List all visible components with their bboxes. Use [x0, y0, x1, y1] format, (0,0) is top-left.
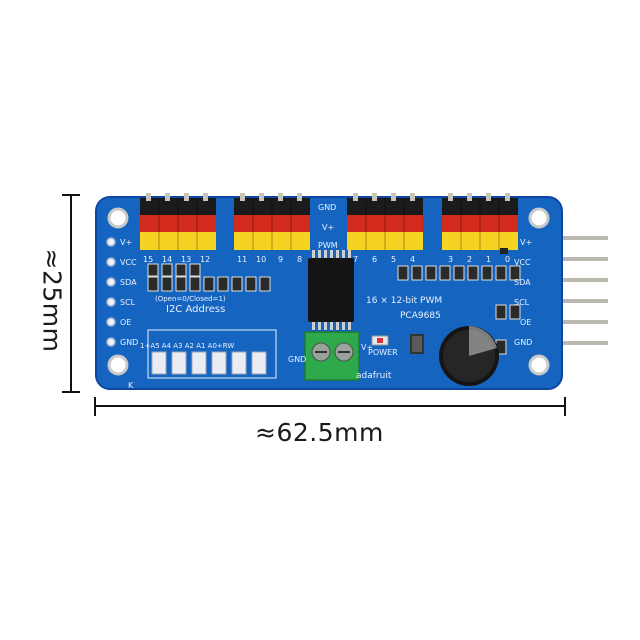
chip-label: PCA9685: [400, 311, 441, 321]
left-pin-vplus: V+: [120, 238, 132, 247]
channel-7: 7: [353, 255, 358, 264]
channel-15: 15: [143, 255, 153, 264]
pwm-desc: 16 × 12-bit PWM: [366, 296, 442, 306]
height-dimension: [62, 194, 80, 393]
right-pin-oe: OE: [520, 318, 531, 327]
left-edge-pin-holes: [106, 237, 116, 347]
channel-9: 9: [278, 255, 283, 264]
right-pin-gnd: GND: [514, 338, 532, 347]
pca9685-chip: [308, 250, 354, 330]
channel-4: 4: [410, 255, 415, 264]
header-group-15-12: [140, 198, 216, 250]
channel-3: 3: [448, 255, 453, 264]
i2c-subtitle: (Open=0/Closed=1): [155, 295, 226, 303]
channel-1: 1: [486, 255, 491, 264]
channel-12: 12: [200, 255, 210, 264]
left-pin-vcc: VCC: [120, 258, 137, 267]
left-pin-scl: SCL: [120, 298, 136, 307]
width-dimension-label: ≈62.5mm: [255, 418, 384, 447]
address-pad-labels: 1+A5 A4 A3 A2 A1 A0+RW: [140, 342, 234, 350]
channel-11: 11: [237, 255, 247, 264]
top-pwm-label: PWM: [318, 241, 338, 250]
screw-terminal: [304, 331, 360, 381]
terminal-gnd-label: GND: [288, 355, 306, 364]
i2c-title: I2C Address: [166, 304, 225, 315]
channel-13: 13: [181, 255, 191, 264]
channel-5: 5: [391, 255, 396, 264]
capacitor: [439, 326, 499, 386]
channel-2: 2: [467, 255, 472, 264]
power-label: POWER: [368, 348, 398, 357]
right-pin-vplus: V+: [520, 238, 532, 247]
address-jumper-boxes: [147, 329, 277, 379]
top-vplus-label: V+: [322, 223, 334, 232]
right-pin-vcc: VCC: [514, 258, 531, 267]
channel-14: 14: [162, 255, 172, 264]
header-group-11-8: [234, 198, 310, 250]
brand-label: adafruit: [356, 371, 392, 381]
width-dimension: [94, 397, 566, 416]
left-pin-sda: SDA: [120, 278, 137, 287]
servo-headers: [140, 193, 518, 250]
mounting-holes: [107, 207, 550, 376]
corner-mark: K: [128, 381, 134, 390]
left-pin-gnd: GND: [120, 338, 138, 347]
channel-6: 6: [372, 255, 377, 264]
channel-10: 10: [256, 255, 266, 264]
resistor-array-left: [147, 263, 271, 292]
right-pin-scl: SCL: [514, 298, 530, 307]
terminal-vplus-label: V+: [361, 343, 373, 352]
channel-0: 0: [505, 255, 510, 264]
right-pin-sda: SDA: [514, 278, 531, 287]
power-led: [371, 335, 389, 346]
top-gnd-label: GND: [318, 203, 336, 212]
header-group-3-0: [442, 198, 518, 250]
channel-8: 8: [297, 255, 302, 264]
left-pin-oe: OE: [120, 318, 131, 327]
header-pin-tips: [146, 193, 510, 201]
header-group-7-4: [347, 198, 423, 250]
height-dimension-label: ≈25mm: [37, 248, 67, 353]
silkscreen-text: GND V+ PWM V+ VCC SDA SCL OE GND V+ VCC …: [120, 203, 532, 390]
address-jumper-pads: [151, 351, 267, 375]
smd-components: [410, 248, 508, 354]
